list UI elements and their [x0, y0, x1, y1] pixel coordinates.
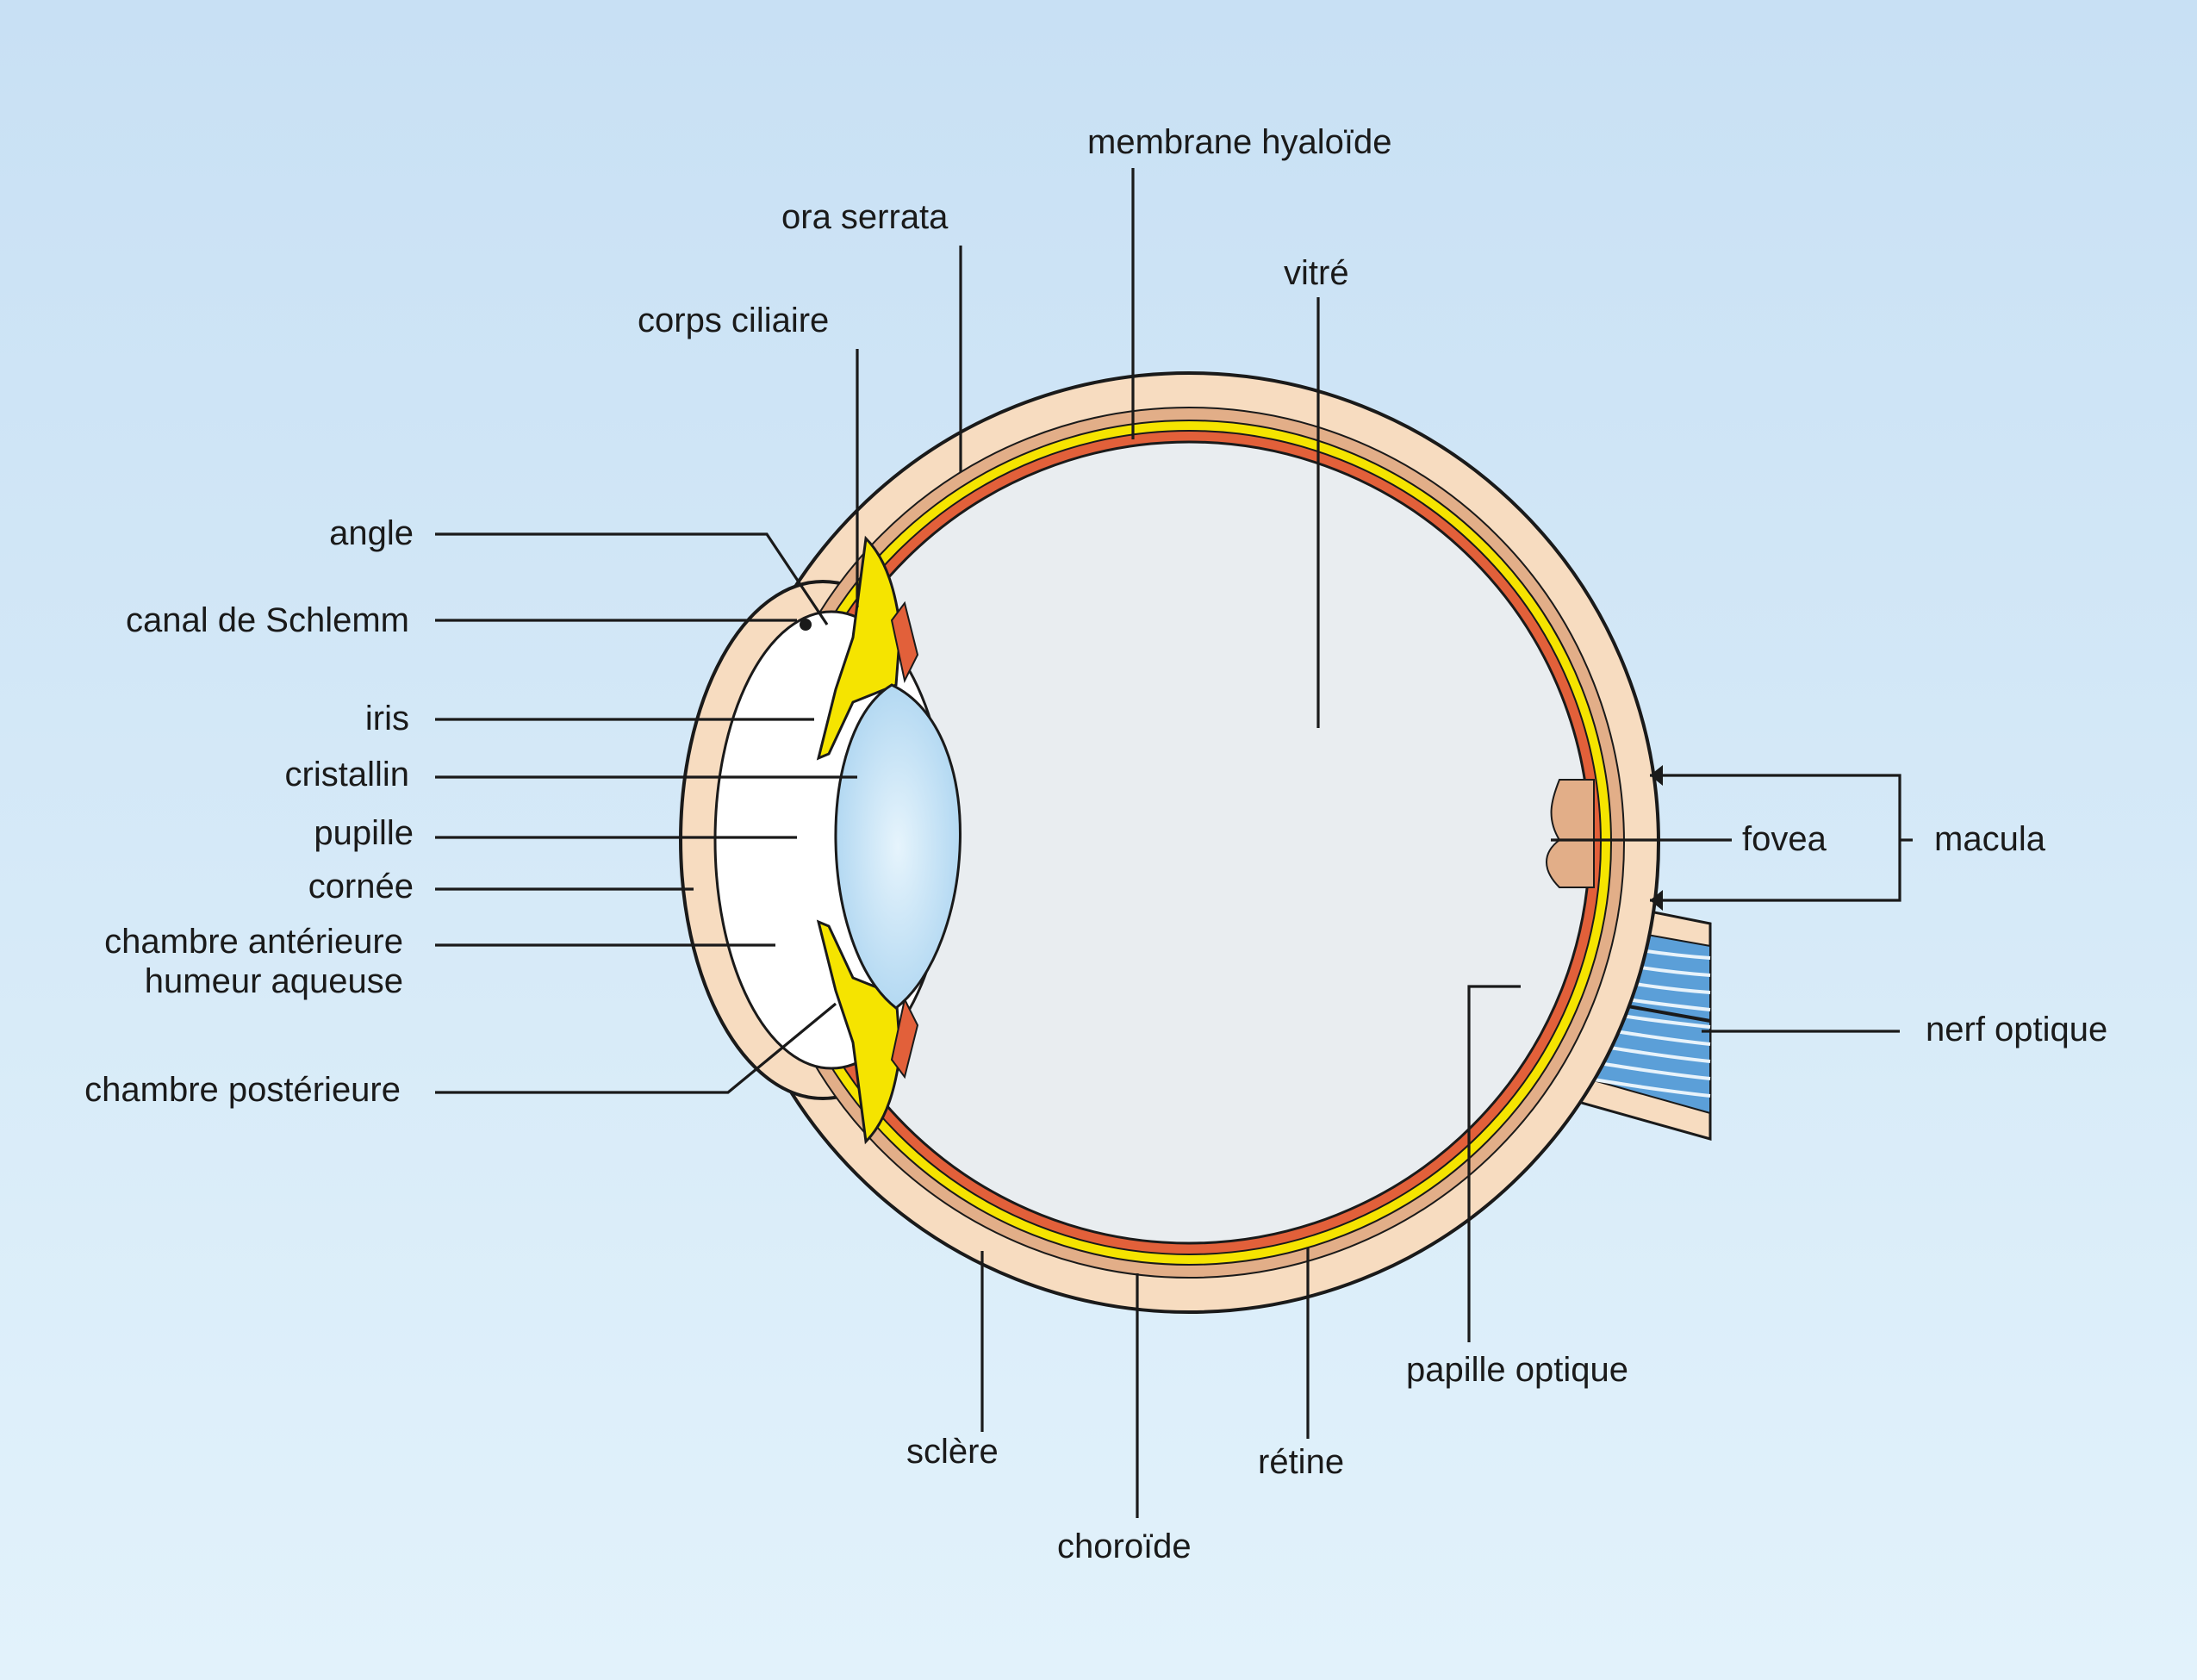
label-chambre-anterieure: chambre antérieure [104, 923, 403, 961]
label-angle: angle [329, 514, 414, 552]
lens [834, 683, 962, 1010]
label-canal-de-schlemm: canal de Schlemm [126, 601, 409, 639]
label-humeur-aqueuse: humeur aqueuse [145, 962, 403, 1000]
label-membrane-hyaloide: membrane hyaloïde [1087, 123, 1392, 161]
label-sclere: sclère [906, 1433, 999, 1471]
label-nerf-optique: nerf optique [1926, 1011, 2107, 1048]
label-fovea: fovea [1742, 820, 1827, 858]
label-chambre-posterieure: chambre postérieure [84, 1071, 401, 1109]
label-iris: iris [365, 700, 409, 737]
ciliary-body-lower [816, 919, 902, 1145]
ciliary-body-upper [816, 535, 902, 761]
schlemm-canal-dot [800, 619, 812, 631]
label-choroide: choroïde [1057, 1528, 1192, 1565]
leader-lines [435, 168, 1913, 1518]
label-pupille: pupille [314, 814, 414, 852]
label-cristallin: cristallin [285, 756, 409, 793]
zonule-lower [890, 997, 919, 1080]
label-macula: macula [1934, 820, 2046, 858]
zonule-upper [890, 600, 919, 683]
label-cornee: cornée [308, 868, 414, 905]
label-ora-serrata: ora serrata [781, 198, 949, 236]
label-retine: rétine [1258, 1443, 1344, 1481]
fovea-dip [1546, 779, 1595, 888]
label-vitre: vitré [1284, 254, 1349, 292]
label-corps-ciliaire: corps ciliaire [638, 302, 829, 339]
label-papille-optique: papille optique [1406, 1351, 1628, 1389]
